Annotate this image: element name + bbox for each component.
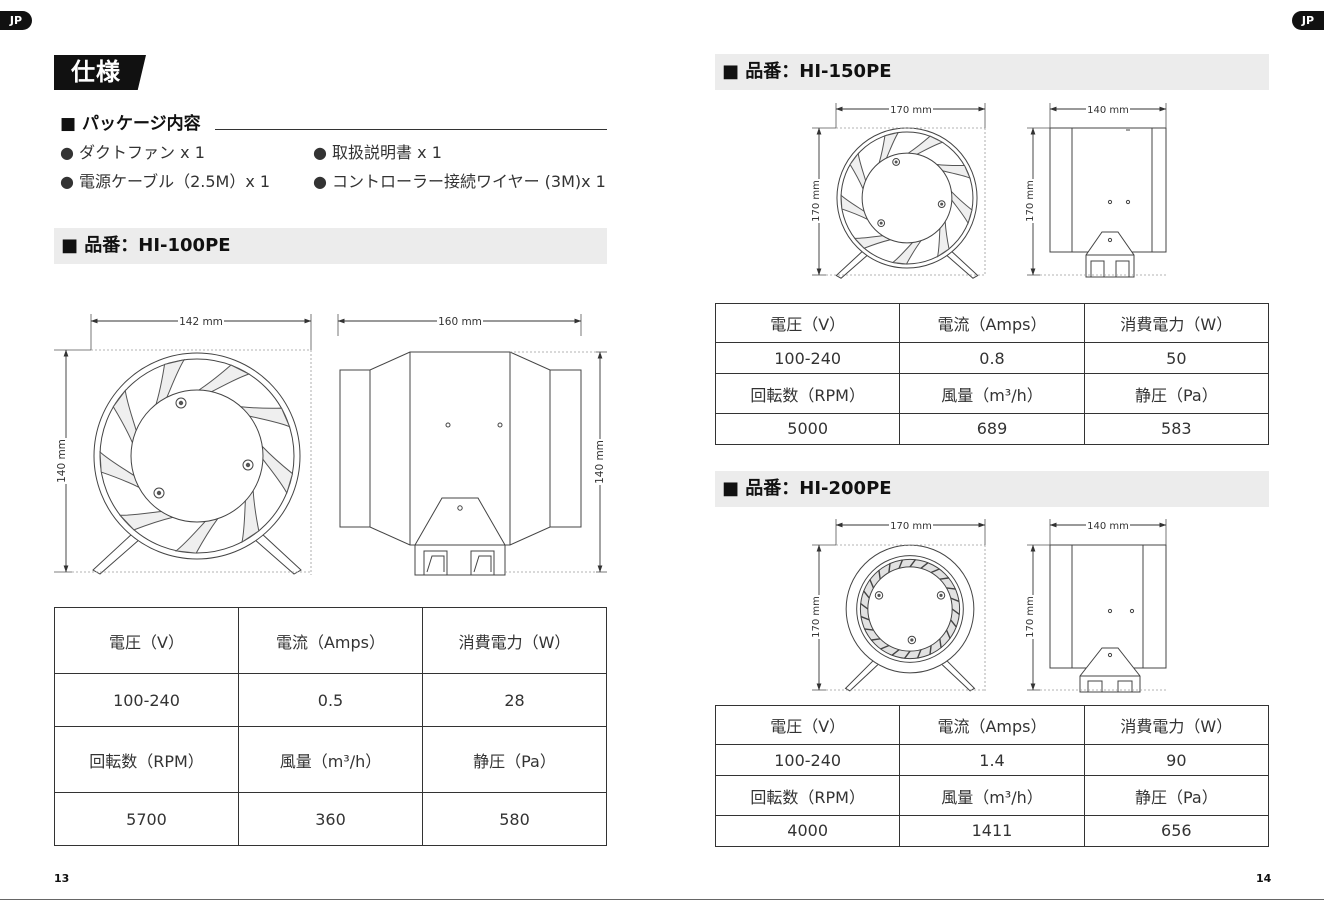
table-cell: 消費電力（W） <box>422 606 607 675</box>
dimension-label-height: 170 mm <box>811 596 822 638</box>
table-cell: 100-240 <box>54 673 239 727</box>
dimension-label-height: 170 mm <box>811 180 822 222</box>
table-cell: 1411 <box>899 814 1085 848</box>
table-cell: 5700 <box>54 792 239 846</box>
table-cell: 0.5 <box>238 673 423 727</box>
table-cell: 583 <box>1083 412 1270 446</box>
dimension-label-width: 170 mm <box>890 521 932 532</box>
table-cell: 28 <box>422 673 607 727</box>
package-item-controller-wire: ● コントローラー接続ワイヤー (3M)x 1 <box>313 172 606 191</box>
side-view-hi-150pe: 140 mm 170 mm <box>1024 103 1166 277</box>
table-cell: 5000 <box>714 412 901 446</box>
fan-front-drawing <box>846 545 975 691</box>
spec-table-hi-100pe: 電圧（V） 電流（Amps） 消費電力（W） 100-240 0.5 28 回転… <box>54 606 607 846</box>
table-cell: 580 <box>422 792 607 846</box>
spec-table-hi-150pe: 電圧（V） 電流（Amps） 消費電力（W） 100-240 0.8 50 回転… <box>714 302 1270 446</box>
table-cell: 電圧（V） <box>714 704 901 746</box>
page-number-right: 14 <box>1256 872 1272 885</box>
language-badge-right: JP <box>1292 11 1324 30</box>
table-cell: 656 <box>1083 814 1270 848</box>
table-cell: 電流（Amps） <box>899 302 1085 344</box>
spec-table-hi-200pe: 電圧（V） 電流（Amps） 消費電力（W） 100-240 1.4 90 回転… <box>714 704 1270 848</box>
fan-front-drawing <box>836 128 978 278</box>
table-cell: 4000 <box>714 814 901 848</box>
page-number-left: 13 <box>54 872 70 885</box>
table-cell: 360 <box>238 792 423 846</box>
table-row: 電圧（V） 電流（Amps） 消費電力（W） <box>714 704 1270 746</box>
table-row: 回転数（RPM） 風量（m³/h） 静圧（Pa） <box>54 725 607 794</box>
section-title: 仕様 <box>54 55 146 90</box>
dimension-label-height: 170 mm <box>1025 180 1036 222</box>
table-cell: 90 <box>1083 744 1270 777</box>
table-cell: 50 <box>1083 342 1270 375</box>
model-heading-hi-200pe: ■ 品番：HI-200PE <box>715 471 1269 507</box>
mount-bracket <box>415 498 505 575</box>
model-heading-hi-150pe: ■ 品番：HI-150PE <box>715 54 1269 90</box>
table-cell: 電圧（V） <box>54 606 239 675</box>
table-cell: 1.4 <box>899 744 1085 777</box>
table-row: 100-240 0.5 28 <box>54 673 607 727</box>
table-cell: 静圧（Pa） <box>422 725 607 794</box>
package-contents-heading: ■ パッケージ内容 <box>60 114 201 134</box>
table-cell: 静圧（Pa） <box>1083 775 1270 816</box>
package-item-duct-fan: ● ダクトファン x 1 <box>60 143 205 162</box>
table-row: 回転数（RPM） 風量（m³/h） 静圧（Pa） <box>714 775 1270 816</box>
table-cell: 風量（m³/h） <box>238 725 423 794</box>
fan-front-drawing <box>92 353 301 574</box>
table-cell: 689 <box>899 412 1085 446</box>
table-cell: 風量（m³/h） <box>899 775 1085 816</box>
table-cell: 風量（m³/h） <box>899 373 1085 414</box>
front-view-hi-100pe: 142 mm 140 mm <box>54 314 312 575</box>
dimension-label-height: 140 mm <box>56 439 68 483</box>
table-row: 電圧（V） 電流（Amps） 消費電力（W） <box>54 606 607 675</box>
front-view-hi-200pe: 170 mm 170 mm <box>810 519 986 691</box>
dimension-label-height: 170 mm <box>1025 596 1036 638</box>
table-cell: 100-240 <box>714 342 901 375</box>
table-cell: 回転数（RPM） <box>54 725 239 794</box>
table-cell: 電流（Amps） <box>238 606 423 675</box>
table-cell: 消費電力（W） <box>1083 704 1270 746</box>
dimension-label-width: 142 mm <box>179 316 223 328</box>
table-row: 5000 689 583 <box>714 412 1270 446</box>
page-bottom-rule <box>0 899 1324 900</box>
table-cell: 電圧（V） <box>714 302 901 344</box>
table-cell: 回転数（RPM） <box>714 373 901 414</box>
package-heading-rule <box>215 129 607 130</box>
table-cell: 100-240 <box>714 744 901 777</box>
dimension-label-width: 140 mm <box>1087 521 1129 532</box>
front-view-hi-150pe: 170 mm 170 mm <box>810 103 986 278</box>
side-view-hi-200pe: 140 mm 170 mm <box>1024 519 1166 692</box>
table-row: 100-240 1.4 90 <box>714 744 1270 777</box>
table-row: 電圧（V） 電流（Amps） 消費電力（W） <box>714 302 1270 344</box>
mount-bracket <box>1086 232 1134 277</box>
model-heading-hi-100pe: ■ 品番：HI-100PE <box>54 228 607 264</box>
dimension-label-height: 140 mm <box>594 440 606 484</box>
table-row: 5700 360 580 <box>54 792 607 846</box>
mount-bracket <box>1080 648 1140 692</box>
table-cell: 電流（Amps） <box>899 704 1085 746</box>
table-cell: 0.8 <box>899 342 1085 375</box>
table-cell: 消費電力（W） <box>1083 302 1270 344</box>
dimension-label-width: 160 mm <box>438 316 482 328</box>
table-cell: 静圧（Pa） <box>1083 373 1270 414</box>
side-view-hi-100pe: 160 mm 140 mm <box>337 314 607 575</box>
table-cell: 回転数（RPM） <box>714 775 901 816</box>
table-row: 4000 1411 656 <box>714 814 1270 848</box>
package-item-power-cable: ● 電源ケーブル（2.5M）x 1 <box>60 172 271 191</box>
table-row: 100-240 0.8 50 <box>714 342 1270 375</box>
package-item-manual: ● 取扱説明書 x 1 <box>313 143 442 162</box>
dimension-label-width: 140 mm <box>1087 105 1129 116</box>
language-badge-left: JP <box>0 11 32 30</box>
dimension-label-width: 170 mm <box>890 105 932 116</box>
table-row: 回転数（RPM） 風量（m³/h） 静圧（Pa） <box>714 373 1270 414</box>
